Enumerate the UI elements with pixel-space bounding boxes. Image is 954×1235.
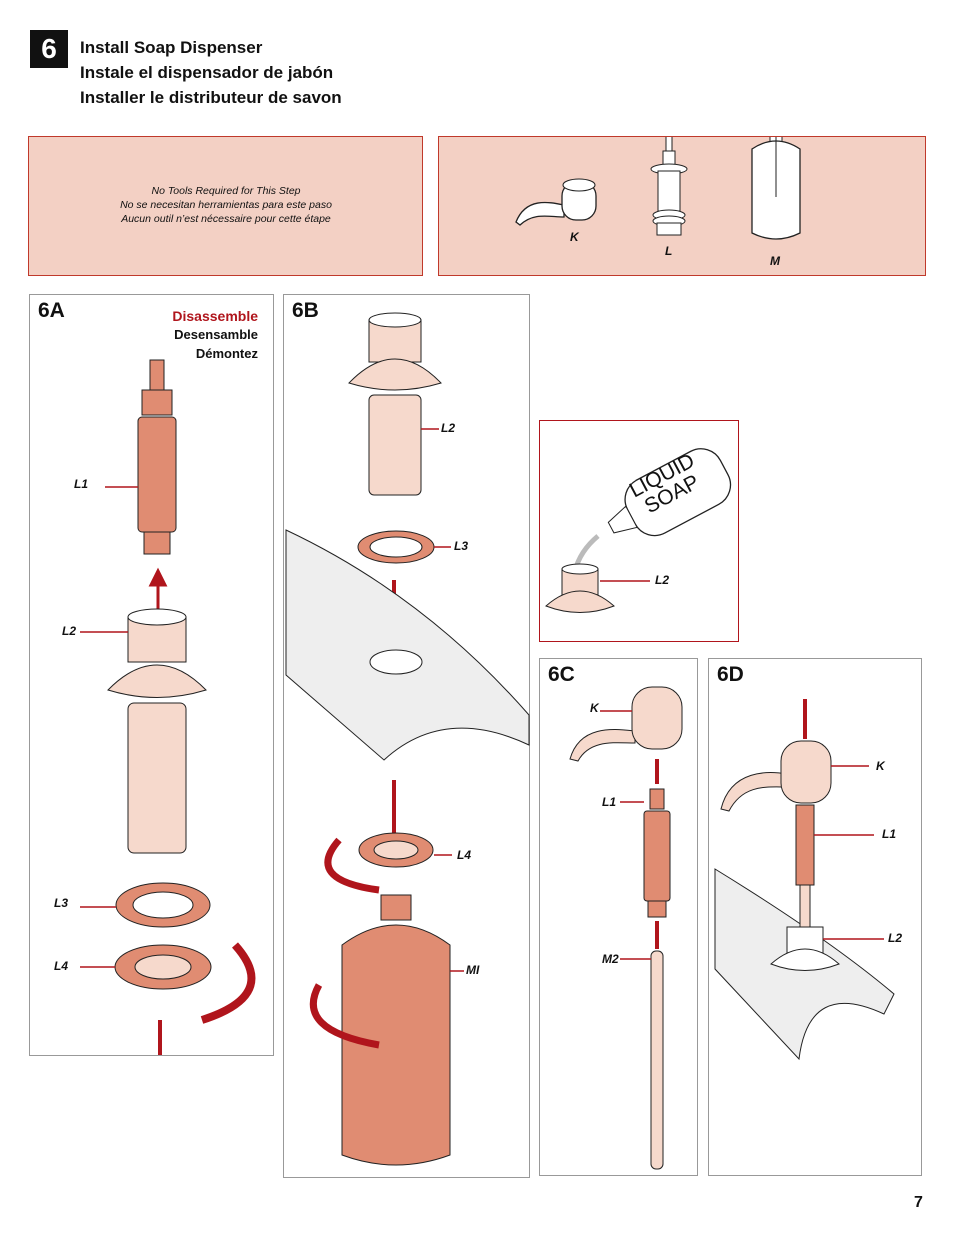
liquid-soap-inset: LIQUID SOAP L2 [539,420,739,642]
panel-6b: 6B L2 L3 L4 MI [283,294,530,1178]
l2-flange-illustration [770,926,884,971]
l3-washer-illustration [357,530,451,564]
part-label-m: M [770,254,780,268]
panel-6b-label: 6B [292,299,319,322]
l4-nut-illustration [358,832,452,868]
label-l4: L4 [54,959,69,973]
m2-dip-tube-illustration [620,950,664,1170]
label-l1: L1 [882,827,897,841]
disassemble-es: Desensamble [174,327,258,342]
page-number: 7 [914,1194,923,1211]
panel-6b-illustration [285,312,530,1166]
l2-flange-illustration [348,312,442,496]
liquid-soap-illustration [545,448,732,613]
panel-6c: 6C K L1 M2 [539,658,698,1176]
parts-illustration [515,137,801,240]
panel-6d-label: 6D [717,663,744,686]
soap-bottle-m-illustration [751,137,801,240]
part-label-k: K [570,230,579,244]
title-french: Installer le distributeur de savon [80,88,342,107]
tools-note: No Tools Required for This Step No se ne… [29,184,423,226]
label-m2: M2 [602,952,619,966]
panel-6c-label: 6C [548,663,575,686]
pump-assembly-l-illustration [650,137,688,236]
label-l2: L2 [888,931,903,945]
l1-pump-stem-illustration [105,359,177,555]
panel-6c-illustration [569,686,683,1170]
label-l2: L2 [62,624,77,638]
parts-box: K L M [438,136,926,276]
panel-6d: 6D K L1 L2 [708,658,922,1176]
title-spanish: Instale el dispensador de jabón [80,63,334,82]
label-l1: L1 [74,477,89,491]
l2-flange-illustration [80,608,207,854]
l1-pump-stem-illustration [620,788,671,918]
l3-washer-illustration [80,882,211,928]
panel-6a-label: 6A [38,299,65,322]
part-label-l: L [665,244,673,258]
label-l4: L4 [457,848,472,862]
l1-pump-stem-illustration [795,804,874,936]
panel-6a-illustration [80,359,256,1055]
tools-note-es: No se necesitan herramientas para este p… [120,199,332,211]
label-l1: L1 [602,795,617,809]
label-l3: L3 [54,896,69,910]
tools-required-box: No Tools Required for This Step No se ne… [28,136,423,276]
label-l3: L3 [454,539,469,553]
panel-6d-illustration [714,699,895,1061]
label-l2: L2 [655,573,670,587]
tools-note-en: No Tools Required for This Step [151,185,301,197]
step-number-badge: 6 [30,30,68,68]
tools-note-fr: Aucun outil n’est nécessaire pour cette … [121,213,331,225]
pump-head-k-illustration [720,740,869,812]
label-l2: L2 [441,421,456,435]
label-k: K [590,701,599,715]
disassemble-fr: Démontez [195,346,258,361]
pump-head-k-illustration [515,178,597,226]
label-k: K [876,759,885,773]
title-english: Install Soap Dispenser [80,38,263,57]
panel-6a: 6A Disassemble Desensamble Démontez L1 L… [29,294,274,1056]
pump-head-k-illustration [569,686,683,762]
l4-nut-illustration [80,944,212,990]
disassemble-en: Disassemble [172,308,258,324]
m1-bottle-illustration [341,894,464,1166]
label-m1: MI [466,963,480,977]
